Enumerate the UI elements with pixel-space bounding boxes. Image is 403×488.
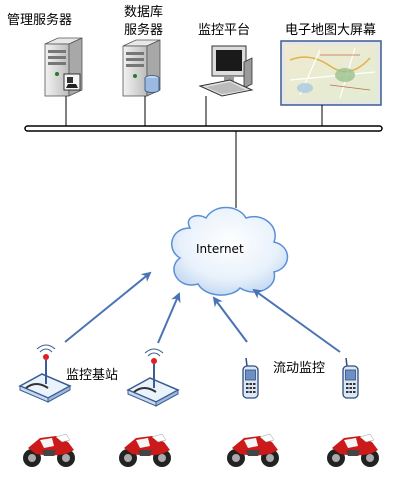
arrow-phone2 — [252, 288, 341, 353]
internet-label: Internet — [196, 242, 244, 256]
label-map-screen: 电子地图大屏幕 — [285, 23, 376, 38]
motorcycle-icon — [326, 433, 380, 468]
label-mgmt-server: 管理服务器 — [7, 12, 72, 28]
label-monitor-platform: 监控平台 — [198, 23, 250, 38]
mobile-phone-icon — [242, 357, 259, 399]
motorcycle-icon — [118, 433, 172, 468]
label-db-server-line1: 数据库 — [124, 4, 163, 20]
database-server-icon — [122, 39, 161, 97]
arrow-station2 — [157, 292, 181, 344]
arrow-phone1 — [212, 296, 248, 343]
label-mobile-monitor: 流动监控 — [273, 361, 325, 376]
antenna-icon — [19, 344, 71, 403]
label-db-server-line2: 服务器 — [124, 22, 163, 38]
arrow-station1 — [64, 271, 152, 343]
computer-icon — [198, 45, 254, 97]
motorcycle-icon — [226, 433, 280, 468]
cloud-icon — [170, 206, 289, 296]
label-base-station: 监控基站 — [66, 368, 118, 383]
server-icon — [44, 37, 83, 97]
network-bus — [24, 125, 383, 132]
motorcycle-icon — [22, 433, 76, 468]
mobile-phone-icon — [342, 357, 359, 399]
map-icon — [280, 40, 382, 106]
antenna-icon — [127, 348, 179, 407]
